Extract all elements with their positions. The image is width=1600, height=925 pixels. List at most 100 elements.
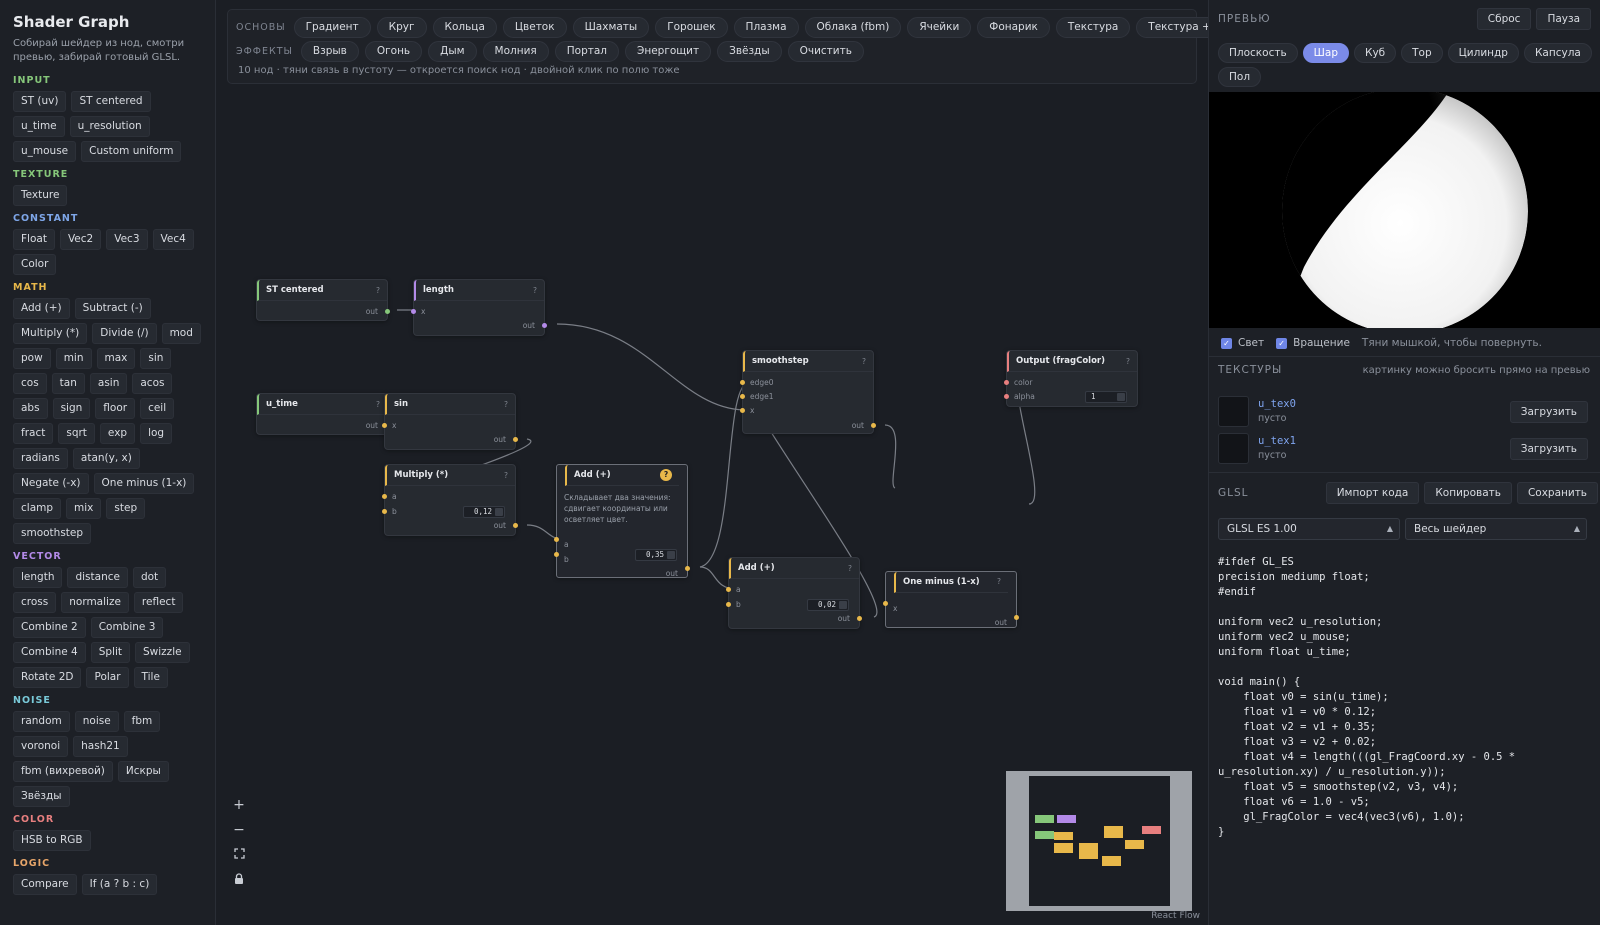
help-icon[interactable]: ? bbox=[848, 563, 852, 573]
node-header[interactable]: u_time ? bbox=[257, 394, 387, 415]
port-b-handle[interactable] bbox=[382, 509, 387, 514]
node-multiply[interactable]: Multiply (*) ? a b 0,12 out bbox=[382, 464, 518, 536]
help-icon[interactable]: ? bbox=[376, 285, 380, 295]
node-chip-hash21[interactable]: hash21 bbox=[73, 736, 128, 757]
node-chip-normalize[interactable]: normalize bbox=[61, 592, 129, 613]
save-button[interactable]: Сохранить bbox=[1516, 482, 1598, 504]
preset-button-0[interactable]: Градиент bbox=[293, 16, 371, 38]
port-a-handle[interactable] bbox=[382, 494, 387, 499]
node-chip-ceil[interactable]: ceil bbox=[140, 398, 175, 419]
node-chip-vec3[interactable]: Vec3 bbox=[106, 229, 148, 250]
node-chip-max[interactable]: max bbox=[96, 348, 136, 369]
shape-button-4[interactable]: Цилиндр bbox=[1447, 43, 1519, 63]
b-value-input[interactable]: 0,35 bbox=[635, 549, 677, 561]
port-x-handle[interactable] bbox=[382, 423, 387, 428]
node-chip-compare[interactable]: Compare bbox=[13, 874, 77, 895]
port-out-handle[interactable] bbox=[513, 523, 518, 528]
stepper-icon[interactable] bbox=[839, 601, 847, 609]
effect-button-1[interactable]: Огонь bbox=[364, 40, 423, 62]
port-color-handle[interactable] bbox=[1004, 380, 1009, 385]
node-chip-fract[interactable]: fract bbox=[13, 423, 54, 444]
node-header[interactable]: smoothstep ? bbox=[743, 351, 873, 372]
preset-button-6[interactable]: Плазма bbox=[733, 16, 799, 38]
node-chip-tan[interactable]: tan bbox=[51, 373, 85, 394]
lock-icon[interactable] bbox=[229, 870, 249, 891]
node-chip-cos[interactable]: cos bbox=[13, 373, 47, 394]
help-icon[interactable]: ? bbox=[504, 399, 508, 409]
node-chip-rotate-2d[interactable]: Rotate 2D bbox=[13, 667, 82, 688]
pause-button[interactable]: Пауза bbox=[1536, 7, 1591, 30]
glsl-code[interactable]: #ifdef GL_ES precision mediump float; #e… bbox=[1218, 556, 1516, 838]
reset-button[interactable]: Сброс bbox=[1476, 7, 1532, 30]
node-header[interactable]: Output (fragColor) ? bbox=[1007, 351, 1137, 372]
node-chip-acos[interactable]: acos bbox=[132, 373, 173, 394]
shape-button-0[interactable]: Плоскость bbox=[1218, 43, 1298, 63]
node-chip-combine-4[interactable]: Combine 4 bbox=[13, 642, 86, 663]
node-chip-tile[interactable]: Tile bbox=[133, 667, 168, 688]
port-x-handle[interactable] bbox=[740, 408, 745, 413]
node-chip-negate-x[interactable]: Negate (-x) bbox=[13, 473, 89, 494]
preset-button-2[interactable]: Кольца bbox=[432, 16, 497, 38]
node-chip-random[interactable]: random bbox=[13, 711, 70, 732]
node-chip-if-a-b-c[interactable]: If (a ? b : c) bbox=[81, 874, 158, 895]
node-add-1[interactable]: Add (+) ? Складывает два значения: сдвиг… bbox=[554, 464, 690, 578]
node-chip-float[interactable]: Float bbox=[13, 229, 55, 250]
node-sin[interactable]: sin ? x out bbox=[382, 393, 518, 450]
port-out-handle[interactable] bbox=[871, 423, 876, 428]
node-chip-cross[interactable]: cross bbox=[13, 592, 57, 613]
node-chip-fbm[interactable]: fbm bbox=[123, 711, 161, 732]
node-chip-звёзды[interactable]: Звёзды bbox=[13, 786, 70, 807]
shape-button-2[interactable]: Куб bbox=[1353, 43, 1397, 63]
node-one-minus[interactable]: One minus (1-x) ? x out bbox=[883, 571, 1019, 628]
node-chip-sqrt[interactable]: sqrt bbox=[58, 423, 95, 444]
node-chip-mod[interactable]: mod bbox=[161, 323, 201, 344]
node-chip-sign[interactable]: sign bbox=[52, 398, 91, 419]
node-chip-atan-y-x[interactable]: atan(y, x) bbox=[72, 448, 140, 469]
react-flow-attribution[interactable]: React Flow bbox=[1151, 911, 1200, 921]
node-header[interactable]: ST centered ? bbox=[257, 280, 387, 301]
minimap[interactable] bbox=[1006, 771, 1192, 911]
port-x-handle[interactable] bbox=[411, 309, 416, 314]
effect-button-0[interactable]: Взрыв bbox=[300, 40, 359, 62]
node-chip-mix[interactable]: mix bbox=[66, 498, 102, 519]
preset-button-8[interactable]: Ячейки bbox=[907, 16, 972, 38]
port-b-handle[interactable] bbox=[554, 552, 559, 557]
texture-thumbnail[interactable] bbox=[1218, 396, 1249, 427]
node-chip-voronoi[interactable]: voronoi bbox=[13, 736, 69, 757]
preset-button-4[interactable]: Шахматы bbox=[572, 16, 650, 38]
node-chip-u-resolution[interactable]: u_resolution bbox=[69, 116, 150, 137]
help-icon[interactable]: ? bbox=[533, 285, 537, 295]
effect-button-3[interactable]: Молния bbox=[482, 40, 549, 62]
node-chip-pow[interactable]: pow bbox=[13, 348, 51, 369]
node-chip-texture[interactable]: Texture bbox=[13, 185, 68, 206]
port-out-handle[interactable] bbox=[385, 309, 390, 314]
node-chip-combine-3[interactable]: Combine 3 bbox=[90, 617, 164, 638]
preset-button-9[interactable]: Фонарик bbox=[977, 16, 1050, 38]
node-chip-multiply[interactable]: Multiply (*) bbox=[13, 323, 88, 344]
help-icon[interactable]: ? bbox=[504, 470, 508, 480]
effect-button-7[interactable]: Очистить bbox=[787, 40, 864, 62]
help-icon[interactable]: ? bbox=[376, 399, 380, 409]
import-code-button[interactable]: Импорт кода bbox=[1325, 482, 1420, 504]
node-chip-st-uv[interactable]: ST (uv) bbox=[13, 91, 67, 112]
node-chip-asin[interactable]: asin bbox=[89, 373, 128, 394]
node-chip-smoothstep[interactable]: smoothstep bbox=[13, 523, 92, 544]
help-icon[interactable]: ? bbox=[997, 577, 1001, 586]
fit-view-icon[interactable] bbox=[229, 845, 249, 866]
effect-button-2[interactable]: Дым bbox=[428, 40, 477, 62]
node-chip-add[interactable]: Add (+) bbox=[13, 298, 70, 319]
node-chip-step[interactable]: step bbox=[106, 498, 146, 519]
node-chip-vec2[interactable]: Vec2 bbox=[59, 229, 102, 250]
help-icon[interactable]: ? bbox=[660, 469, 672, 481]
node-chip-st-centered[interactable]: ST centered bbox=[71, 91, 151, 112]
effect-button-6[interactable]: Звёзды bbox=[717, 40, 782, 62]
node-chip-reflect[interactable]: reflect bbox=[133, 592, 184, 613]
node-header[interactable]: Add (+) ? bbox=[565, 465, 679, 486]
node-smoothstep[interactable]: smoothstep ? edge0 edge1 x out bbox=[740, 350, 876, 434]
node-chip-subtract[interactable]: Subtract (-) bbox=[74, 298, 151, 319]
port-x-handle[interactable] bbox=[883, 601, 888, 606]
node-chip-clamp[interactable]: clamp bbox=[13, 498, 62, 519]
graph-canvas[interactable]: ST centered ? out length ? x out u_time … bbox=[217, 90, 1208, 925]
port-a-handle[interactable] bbox=[554, 537, 559, 542]
node-chip-swizzle[interactable]: Swizzle bbox=[135, 642, 190, 663]
